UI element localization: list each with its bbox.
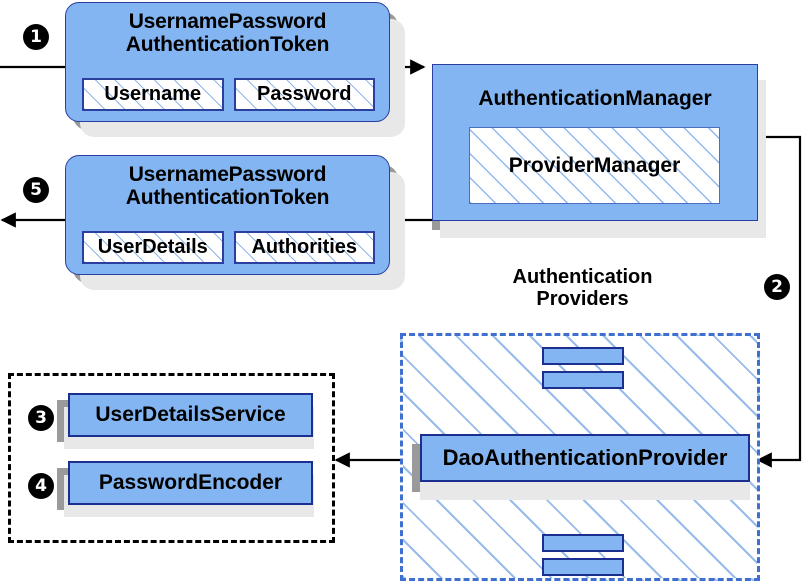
request-token-slots: Username Password (82, 78, 375, 111)
passwordencoder-node[interactable]: PasswordEncoder (68, 461, 313, 505)
step-bullet-2: 2 (764, 274, 790, 300)
result-token-card[interactable]: UsernamePassword AuthenticationToken Use… (65, 155, 390, 275)
slot-userdetails[interactable]: UserDetails (82, 231, 224, 264)
result-token-slots: UserDetails Authorities (82, 231, 375, 264)
slot-password[interactable]: Password (233, 78, 375, 111)
userdetailsservice-node[interactable]: UserDetailsService (68, 393, 313, 437)
result-token-title: UsernamePassword AuthenticationToken (125, 163, 330, 210)
provider-above-2[interactable] (542, 371, 624, 389)
slot-authorities[interactable]: Authorities (233, 231, 375, 264)
provider-above-1[interactable] (542, 347, 624, 365)
provider-manager-node[interactable]: ProviderManager (469, 127, 720, 204)
dependencies-group (8, 373, 335, 543)
request-token-title: UsernamePassword AuthenticationToken (125, 10, 330, 57)
dao-authentication-provider-node[interactable]: DaoAuthenticationProvider (420, 434, 750, 482)
slot-username[interactable]: Username (82, 78, 224, 111)
provider-below-2[interactable] (542, 558, 624, 576)
step-bullet-4: 4 (28, 473, 54, 499)
authentication-manager-card[interactable]: AuthenticationManager ProviderManager (432, 64, 758, 221)
step-bullet-5: 5 (23, 177, 49, 203)
step-bullet-3: 3 (28, 405, 54, 431)
authentication-manager-title: AuthenticationManager (478, 87, 712, 110)
authentication-providers-caption: Authentication Providers (512, 266, 653, 311)
request-token-card[interactable]: UsernamePassword AuthenticationToken Use… (65, 2, 390, 122)
provider-below-1[interactable] (542, 534, 624, 552)
step-bullet-1: 1 (23, 24, 49, 50)
